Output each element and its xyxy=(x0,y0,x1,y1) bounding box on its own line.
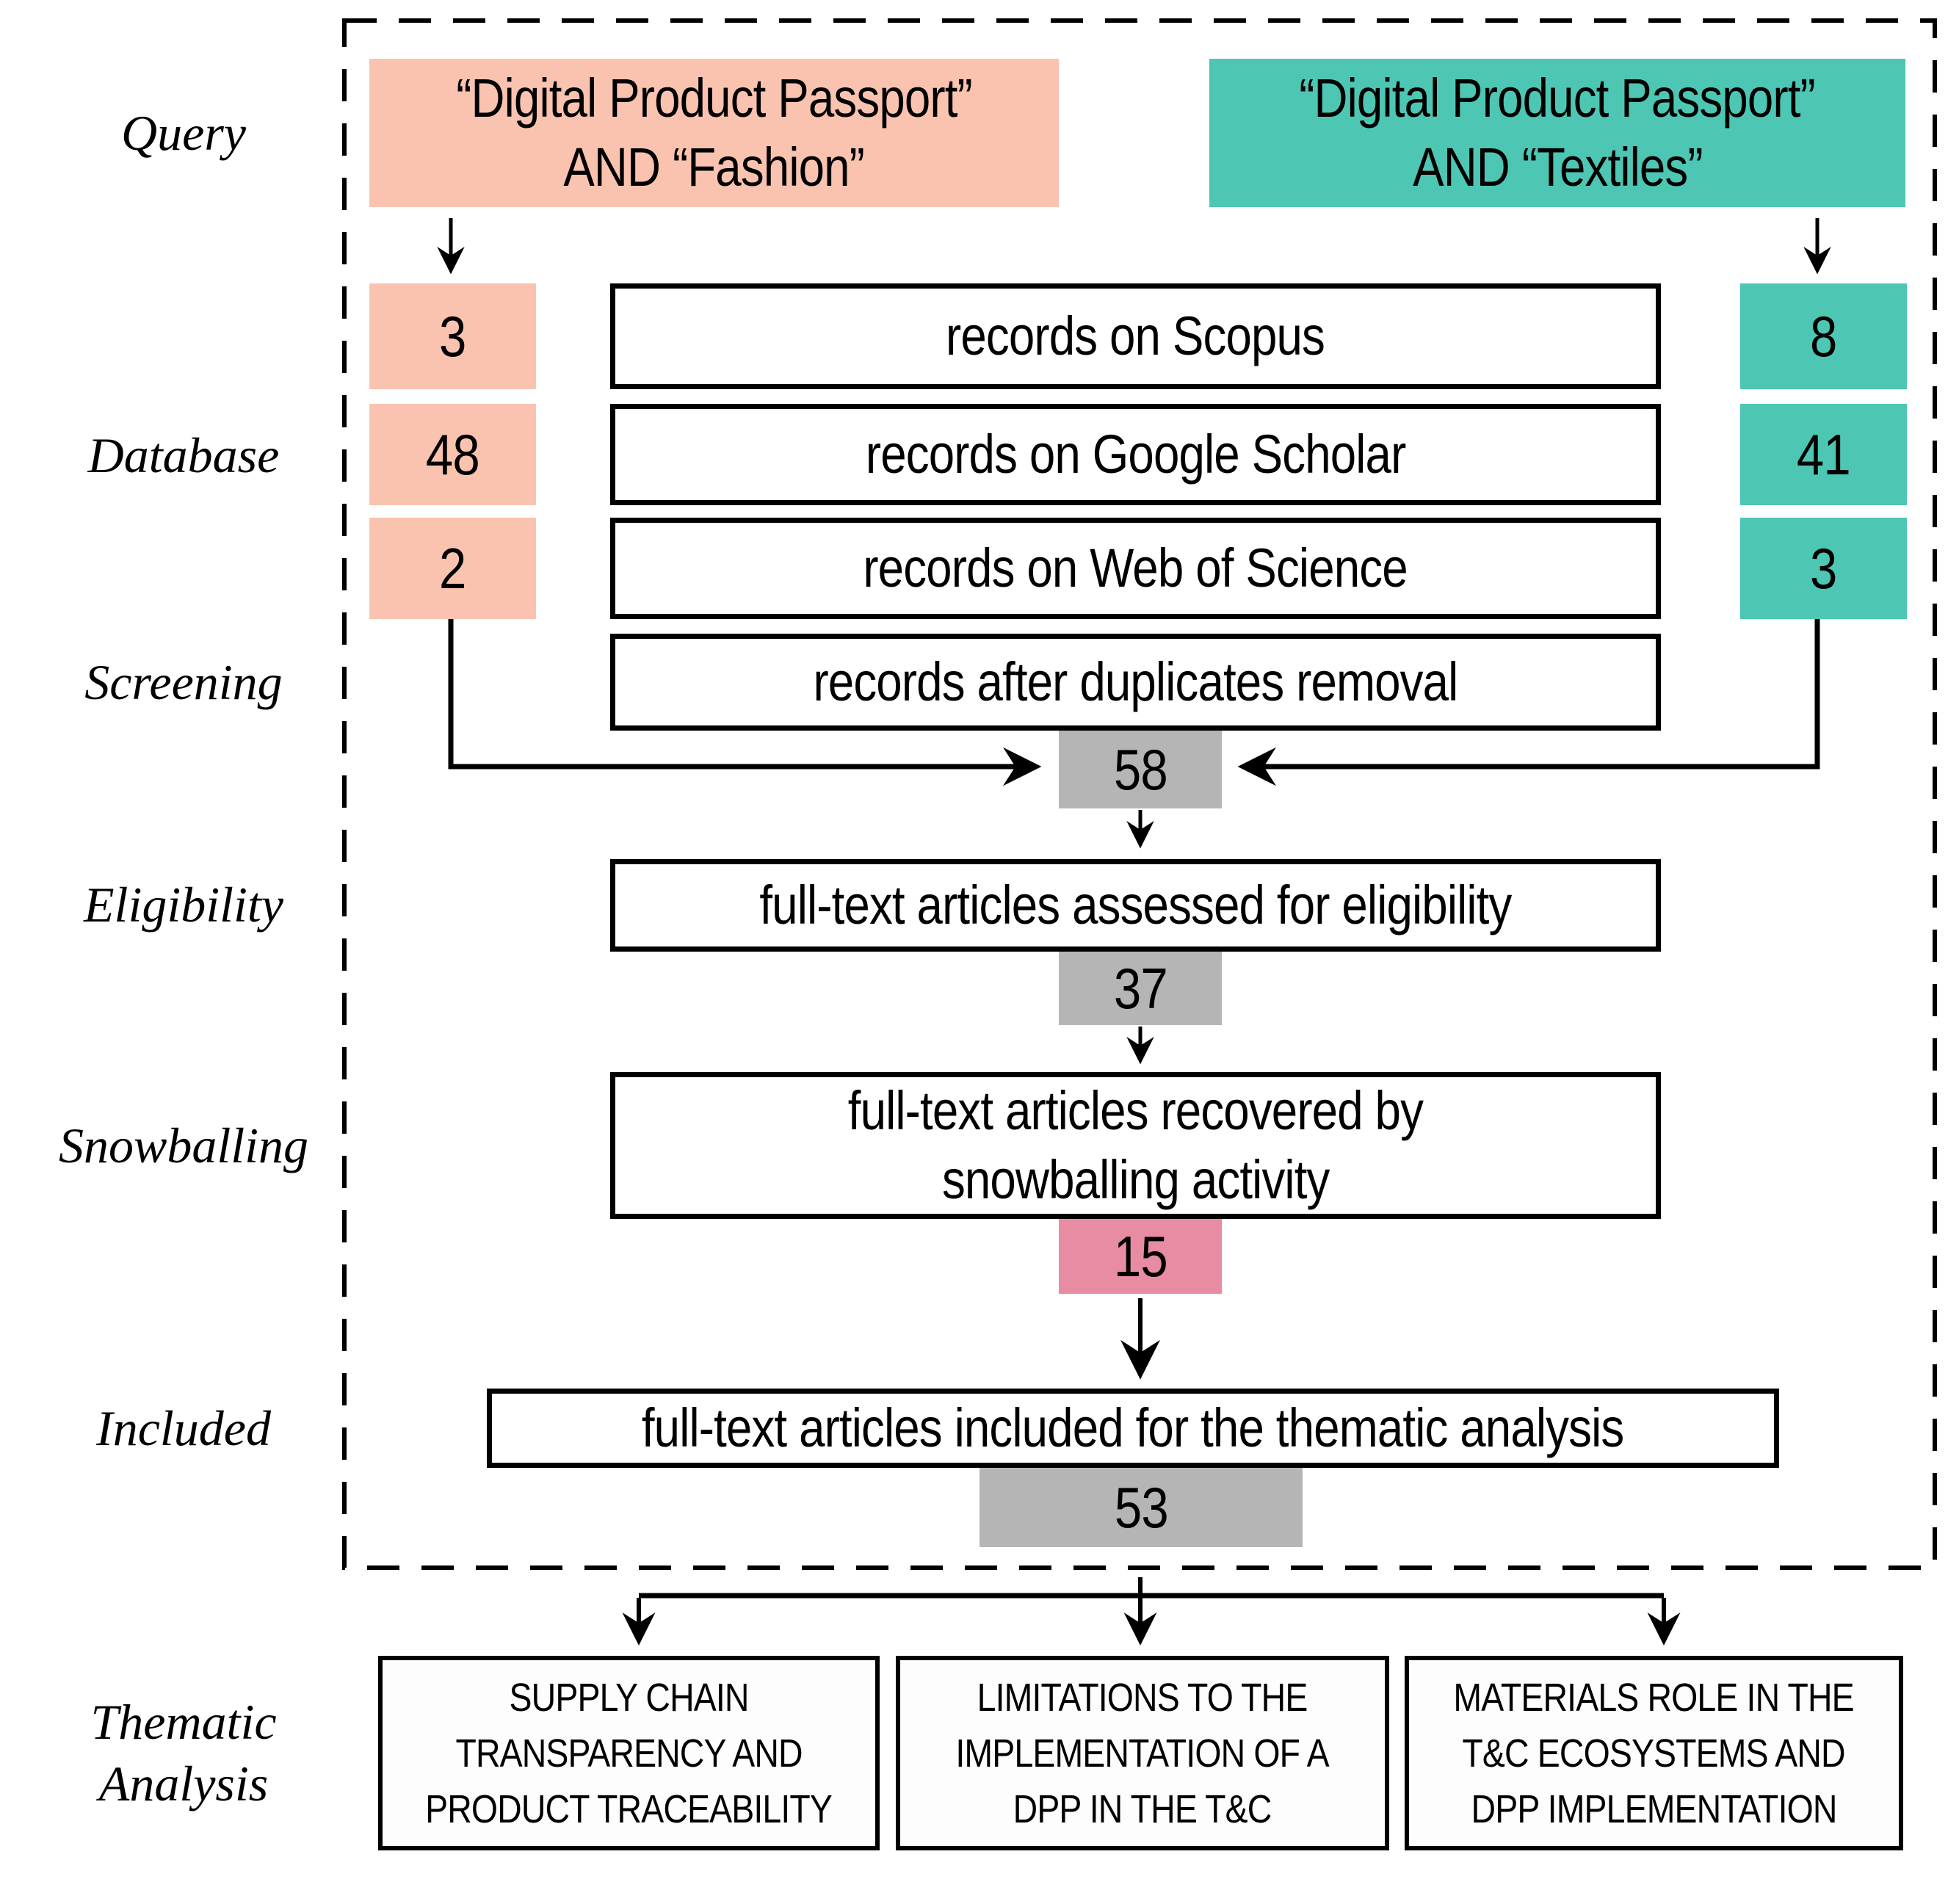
theme-3-line3: DPP IMPLEMENTATION xyxy=(1471,1787,1837,1831)
stage-label-snowballing: Snowballing xyxy=(58,1118,309,1173)
theme-1-line2: TRANSPARENCY AND xyxy=(455,1731,803,1776)
stage-label-screening: Screening xyxy=(84,654,283,710)
db-box-google-scholar-label: records on Google Scholar xyxy=(865,424,1406,485)
db-box-scopus-label: records on Scopus xyxy=(946,305,1325,366)
theme-2-line2: IMPLEMENTATION OF A xyxy=(955,1731,1330,1776)
db-box-web-of-science-label: records on Web of Science xyxy=(863,537,1408,598)
screening-count: 58 xyxy=(1113,736,1168,802)
query-textiles-line1: “Digital Product Passport” xyxy=(1299,68,1817,128)
snowballing-count-box: 15 xyxy=(1059,1219,1222,1294)
eligibility-count-box: 37 xyxy=(1059,952,1222,1025)
query-fashion-line2: AND “Fashion” xyxy=(563,137,866,198)
eligibility-box-label: full-text articles assessed for eligibil… xyxy=(759,875,1512,935)
db-box-web-of-science: records on Web of Science xyxy=(610,518,1661,619)
count-fashion-scopus: 3 xyxy=(369,283,536,389)
theme-2-line1: LIMITATIONS TO THE xyxy=(977,1675,1308,1720)
query-textiles-line2: AND “Textiles” xyxy=(1412,137,1703,198)
count-value: 3 xyxy=(1810,535,1837,601)
count-value: 2 xyxy=(439,535,466,601)
stage-label-query: Query xyxy=(121,105,246,161)
theme-3-line1: MATERIALS ROLE IN THE xyxy=(1453,1675,1855,1720)
count-value: 3 xyxy=(439,303,466,369)
stage-label-thematic-analysis: Thematic Analysis xyxy=(22,1691,345,1814)
theme-box-materials-role: MATERIALS ROLE IN THE T&C ECOSYSTEMS AND… xyxy=(1405,1656,1903,1850)
stage-label-thematic-line1: Thematic xyxy=(90,1694,277,1750)
included-box-label: full-text articles included for the them… xyxy=(642,1397,1624,1458)
stage-label-thematic-line2: Analysis xyxy=(98,1756,269,1811)
screening-box-label: records after duplicates removal xyxy=(813,651,1458,712)
count-fashion-web-of-science: 2 xyxy=(369,518,536,619)
db-box-google-scholar: records on Google Scholar xyxy=(610,404,1661,505)
count-value: 8 xyxy=(1810,303,1837,369)
count-value: 48 xyxy=(426,421,480,487)
included-count-box: 53 xyxy=(979,1468,1303,1547)
theme-2-line3: DPP IN THE T&C xyxy=(1013,1787,1272,1831)
stage-label-eligibility: Eligibility xyxy=(84,877,283,933)
stage-label-database: Database xyxy=(87,427,280,483)
db-box-scopus: records on Scopus xyxy=(610,283,1661,389)
eligibility-box: full-text articles assessed for eligibil… xyxy=(610,859,1661,952)
stage-label-included: Included xyxy=(96,1400,271,1456)
theme-1-line1: SUPPLY CHAIN xyxy=(509,1675,749,1720)
included-box: full-text articles included for the them… xyxy=(487,1389,1779,1468)
theme-3-line2: T&C ECOSYSTEMS AND xyxy=(1462,1731,1846,1776)
query-box-fashion: “Digital Product Passport” AND “Fashion” xyxy=(369,59,1059,207)
count-fashion-google-scholar: 48 xyxy=(369,404,536,505)
included-count: 53 xyxy=(1114,1474,1169,1540)
query-fashion-line1: “Digital Product Passport” xyxy=(456,68,973,128)
theme-box-supply-chain: SUPPLY CHAIN TRANSPARENCY AND PRODUCT TR… xyxy=(378,1656,880,1850)
snowballing-box-line1: full-text articles recovered by xyxy=(847,1080,1424,1141)
snowballing-box: full-text articles recovered by snowball… xyxy=(610,1072,1661,1219)
snowballing-count: 15 xyxy=(1113,1223,1168,1289)
theme-1-line3: PRODUCT TRACEABILITY xyxy=(425,1787,833,1831)
eligibility-count: 37 xyxy=(1113,955,1168,1021)
count-value: 41 xyxy=(1797,421,1851,487)
snowballing-box-line2: snowballing activity xyxy=(941,1149,1330,1210)
count-textiles-web-of-science: 3 xyxy=(1740,518,1907,619)
count-textiles-scopus: 8 xyxy=(1740,283,1907,389)
theme-box-limitations: LIMITATIONS TO THE IMPLEMENTATION OF A D… xyxy=(896,1656,1389,1850)
screening-count-box: 58 xyxy=(1059,731,1222,808)
query-box-textiles: “Digital Product Passport” AND “Textiles… xyxy=(1209,59,1905,207)
count-textiles-google-scholar: 41 xyxy=(1740,404,1907,505)
screening-box: records after duplicates removal xyxy=(610,634,1661,731)
